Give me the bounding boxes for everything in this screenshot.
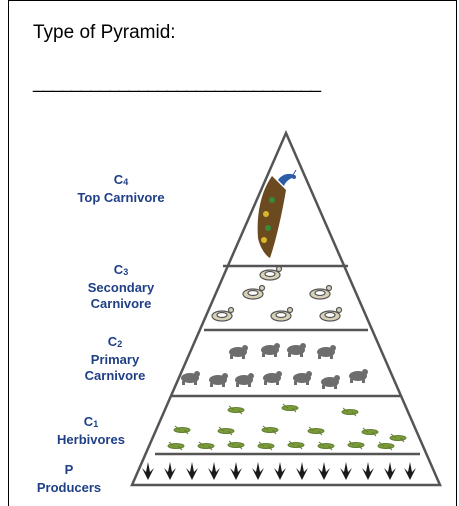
grasshopper-icon [307,426,325,436]
grasshopper-icon [227,440,245,450]
frog-icon [321,375,340,389]
grasshopper-icon [173,425,191,435]
grasshopper-icon [281,403,299,413]
plant-icon [296,462,308,480]
plant-icon [362,462,374,480]
worksheet-frame [8,0,457,506]
label-secondary-carnivore: C3 Secondary Carnivore [87,262,155,311]
plant-icons [142,462,416,480]
grasshopper-icon [377,441,395,451]
frog-icon [209,373,228,387]
grasshopper-icon [227,405,245,415]
frog-icon [229,345,248,359]
label-producers: P Producers [36,462,102,495]
plant-icon [142,462,154,480]
question-prompt: Type of Pyramid: [33,22,176,43]
frog-icon [317,345,336,359]
snake-icon [309,284,333,300]
plant-icon [230,462,242,480]
grasshopper-icon [389,433,407,443]
snake-icons [211,265,343,322]
frog-icons [181,343,368,389]
grasshopper-icon [287,440,305,450]
label-primary-carnivore: C2 Primary Carnivore [84,334,146,383]
plant-icon [384,462,396,480]
grasshopper-icon [167,441,185,451]
grasshopper-icon [257,441,275,451]
frog-icon [293,371,312,385]
plant-icon [252,462,264,480]
frog-icon [181,371,200,385]
plant-icon [208,462,220,480]
label-herbivores: C1 Herbivores [57,414,125,447]
grasshopper-icon [341,407,359,417]
snake-icon [242,284,266,300]
plant-icon [340,462,352,480]
grasshopper-icon [217,426,235,436]
snake-icon [259,265,283,281]
grasshopper-icon [261,425,279,435]
plant-icon [274,462,286,480]
plant-icon [318,462,330,480]
plant-icon [164,462,176,480]
frog-icon [261,343,280,357]
snake-icon [270,306,294,322]
frog-icon [349,369,368,383]
frog-icon [287,343,306,357]
grasshopper-icon [197,441,215,451]
frog-icon [263,371,282,385]
grasshopper-icon [361,427,379,437]
frog-icon [235,373,254,387]
answer-blank: ______________________________ [33,72,321,93]
plant-icon [186,462,198,480]
grasshopper-icon [347,440,365,450]
snake-icon [211,306,235,322]
plant-icon [404,462,416,480]
grasshopper-icon [317,441,335,451]
peacock-icon [257,169,297,258]
grasshopper-icons [167,403,407,451]
label-top-carnivore: C4 Top Carnivore [77,172,165,205]
snake-icon [319,306,343,322]
